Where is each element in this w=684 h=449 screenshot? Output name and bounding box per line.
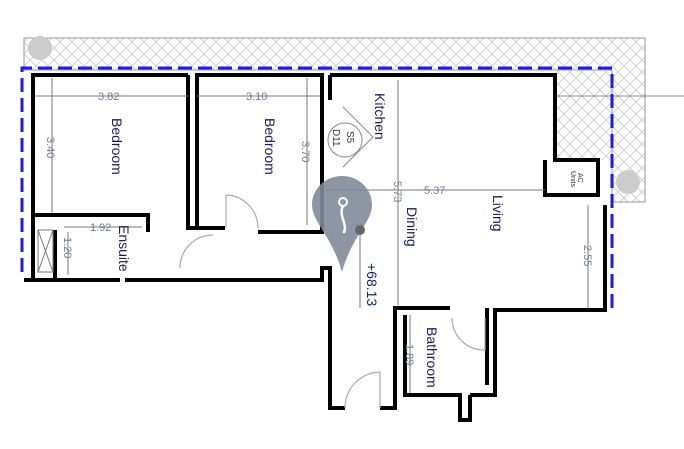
section-marker: S5 D11	[327, 106, 374, 168]
plant-icon	[28, 36, 640, 194]
dimension-label: 2.55	[581, 245, 593, 266]
room-label-bedroom: Bedroom	[109, 118, 125, 175]
room-label-living: Living	[490, 195, 506, 232]
elevation-label: +68.13	[364, 263, 380, 306]
ac-units-label: AC	[576, 173, 583, 183]
dimension-label: 3.82	[98, 91, 119, 103]
dimension-label: 5.73	[391, 181, 403, 202]
dimension-label: 1.92	[90, 222, 111, 234]
dimension-label: 1.89	[403, 344, 415, 365]
doors	[37, 194, 486, 409]
dimension-label: 5.37	[424, 185, 445, 197]
room-label-dining: Dining	[404, 207, 420, 247]
room-label-ensuite: Ensuite	[116, 225, 132, 272]
boundary-line	[20, 66, 614, 312]
svg-text:D11: D11	[330, 129, 341, 147]
room-label-bathroom: Bathroom	[424, 327, 440, 388]
dimension-label: 3.10	[246, 91, 267, 103]
dimension-label: 1.20	[61, 237, 73, 258]
dimension-label: 3.40	[44, 137, 56, 158]
svg-text:S5: S5	[344, 131, 355, 144]
room-label-bedroom: Bedroom	[262, 118, 278, 175]
dimension-label: 3.70	[299, 141, 311, 162]
ac-units-label: Units	[569, 171, 576, 187]
walls	[24, 73, 607, 422]
location-pin-icon[interactable]	[312, 176, 372, 272]
room-label-kitchen: Kitchen	[372, 93, 388, 140]
